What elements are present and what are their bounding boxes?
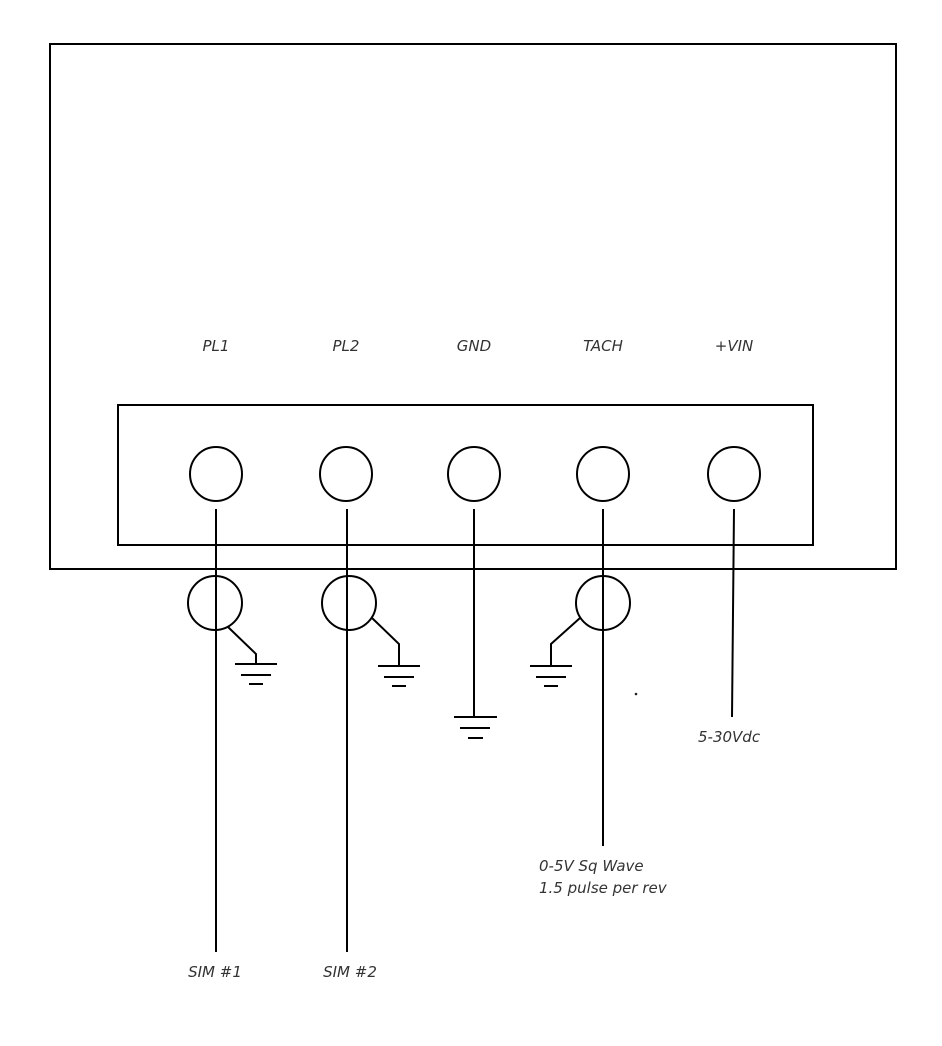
- ground-symbol-tach: [530, 665, 572, 687]
- sensor-tach: [575, 575, 631, 631]
- terminal-tach: [576, 446, 630, 502]
- terminal-label-pl2: PL2: [333, 337, 360, 355]
- terminal-gnd: [447, 446, 501, 502]
- sim1-label: SIM #1: [188, 963, 242, 981]
- terminal-vin: [707, 446, 761, 502]
- device-housing: [49, 43, 897, 570]
- vin-voltage-label: 5-30Vdc: [698, 728, 761, 746]
- tach-signal-label-line2: 1.5 pulse per rev: [539, 879, 668, 897]
- stray-dot: [634, 692, 638, 696]
- tach-signal-label-line1: 0-5V Sq Wave: [539, 857, 644, 875]
- terminal-pl2: [319, 446, 373, 502]
- sensor-pl2-ground-lead: [371, 617, 400, 665]
- terminal-label-tach: TACH: [583, 337, 623, 355]
- ground-symbol-gnd: [454, 716, 497, 739]
- sensor-pl2: [321, 575, 377, 631]
- terminal-label-vin: +VIN: [715, 337, 753, 355]
- terminal-label-pl1: PL1: [203, 337, 230, 355]
- ground-symbol-pl1: [235, 663, 277, 685]
- terminal-label-gnd: GND: [457, 337, 491, 355]
- ground-symbol-pl2: [378, 665, 420, 687]
- terminal-block: [117, 404, 814, 546]
- sensor-tach-ground-lead: [550, 617, 581, 665]
- sim2-label: SIM #2: [323, 963, 377, 981]
- wire-vin: [731, 508, 735, 718]
- terminal-pl1: [189, 446, 243, 502]
- sensor-pl1-ground-lead: [227, 626, 257, 663]
- sensor-pl1: [187, 575, 243, 631]
